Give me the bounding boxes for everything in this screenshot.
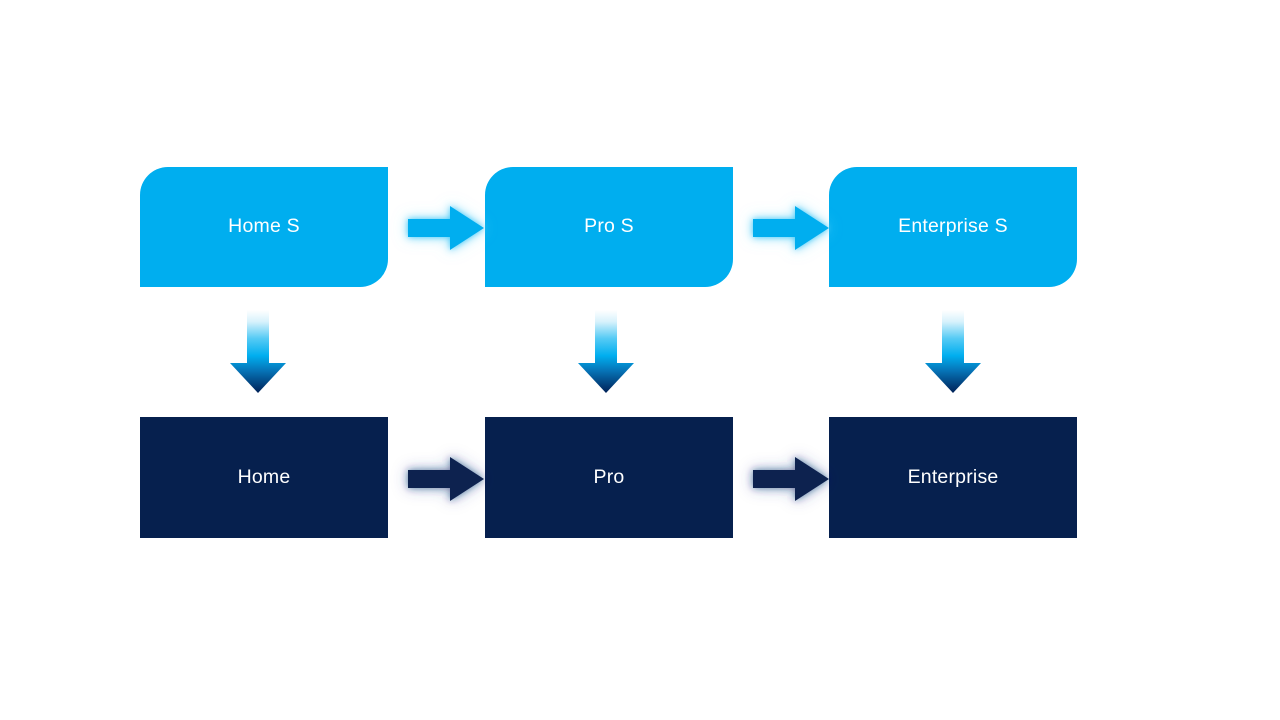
node-home-s[interactable]: Home S: [140, 167, 388, 287]
node-label: Home: [237, 465, 291, 488]
node-pro[interactable]: Pro: [485, 417, 733, 538]
arrow-down-icon: [925, 310, 981, 393]
node-home[interactable]: Home: [140, 417, 388, 538]
node-label: Enterprise: [907, 465, 999, 488]
connector-home-s-to-home: [229, 310, 287, 394]
node-enterprise[interactable]: Enterprise: [829, 417, 1077, 538]
connector-pro-to-enterprise: [751, 454, 831, 504]
connector-pro-s-to-enterprise-s: [751, 203, 831, 253]
node-enterprise-s[interactable]: Enterprise S: [829, 167, 1077, 287]
connector-home-to-pro: [406, 454, 486, 504]
connector-enterprise-s-to-enterprise: [924, 310, 982, 394]
connector-pro-s-to-pro: [577, 310, 635, 394]
arrow-right-icon: [408, 457, 484, 501]
arrow-right-icon: [753, 457, 829, 501]
node-label: Enterprise S: [898, 215, 1008, 238]
arrow-down-icon: [578, 310, 634, 393]
node-label: Pro: [593, 465, 625, 488]
connector-home-s-to-pro-s: [406, 203, 486, 253]
arrow-down-icon: [230, 310, 286, 393]
node-label: Pro S: [584, 215, 634, 238]
arrow-right-icon: [753, 206, 829, 250]
node-pro-s[interactable]: Pro S: [485, 167, 733, 287]
arrow-right-icon: [408, 206, 484, 250]
node-label: Home S: [228, 215, 300, 238]
